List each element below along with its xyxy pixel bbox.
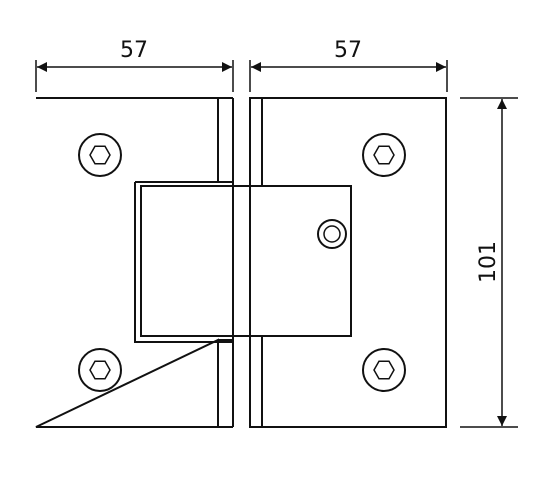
hinge-center-body [134,181,233,343]
dimension-left-label: 57 [120,38,148,63]
round-pivot-screw-icon [317,219,347,249]
hex-socket-screw-icon [362,133,406,177]
hinge-pivot-block [140,185,352,337]
hex-socket-screw-icon [78,133,122,177]
hex-socket-screw-icon [78,348,122,392]
right-hinge-plate [249,97,447,428]
dimension-height: 101 [460,97,518,428]
dimension-height-label: 101 [476,241,501,283]
dimension-left-width: 57 [35,38,234,92]
dimension-right-label: 57 [334,38,362,63]
hex-socket-screw-icon [362,348,406,392]
dimension-right-width: 57 [249,38,448,92]
